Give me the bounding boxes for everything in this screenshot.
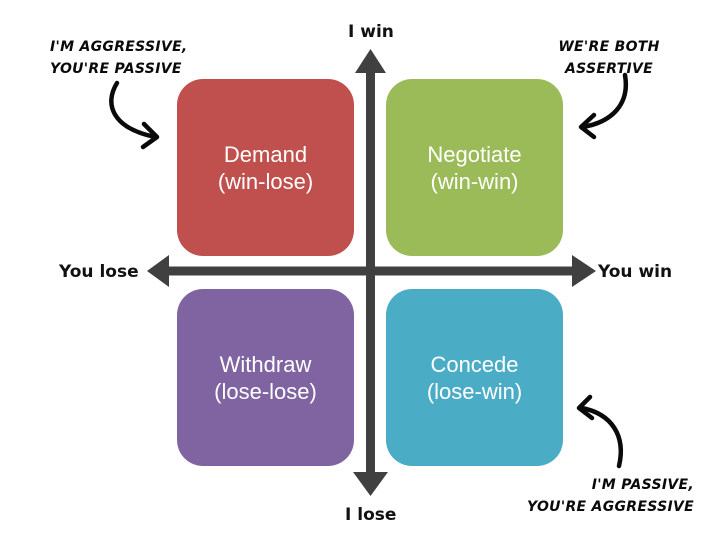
arrow-right-icon xyxy=(572,255,596,287)
annotation-aggressive-passive: I'm aggressive, you're passive xyxy=(50,36,188,80)
axis-label-you-lose: You lose xyxy=(59,262,139,282)
curved-arrow-bottom-right-icon xyxy=(576,394,623,469)
curved-arrow-top-right-icon xyxy=(578,72,629,140)
horizontal-axis xyxy=(147,255,596,287)
axis-label-you-win: You win xyxy=(598,262,673,282)
quadrant-title: Concede xyxy=(430,351,519,377)
quadrant-subtitle: (lose-win) xyxy=(426,378,523,404)
axis-label-i-lose: I lose xyxy=(345,505,397,525)
annotation-line: I'm passive, xyxy=(591,477,694,493)
quadrant-withdraw: Withdraw (lose-lose) xyxy=(177,289,354,466)
quadrant-concede: Concede (lose-win) xyxy=(386,289,563,466)
quadrant-demand: Demand (win-lose) xyxy=(177,79,354,256)
quadrant-subtitle: (win-win) xyxy=(430,168,519,194)
annotation-line: I'm aggressive, xyxy=(50,39,188,55)
quadrant-negotiate: Negotiate (win-win) xyxy=(386,79,563,256)
quadrant-subtitle: (win-lose) xyxy=(217,168,314,194)
annotation-line: you're aggressive xyxy=(527,499,694,515)
annotation-passive-aggressive: I'm passive, you're aggressive xyxy=(510,474,694,518)
horizontal-axis-line xyxy=(166,266,574,276)
arrow-down-icon xyxy=(353,472,388,496)
annotation-both-assertive: We're both assertive xyxy=(550,36,668,80)
quadrant-subtitle: (lose-lose) xyxy=(214,378,317,404)
arrow-up-icon xyxy=(355,49,386,73)
annotation-line: We're both xyxy=(558,39,660,55)
quadrant-title: Negotiate xyxy=(427,141,522,167)
annotation-line: assertive xyxy=(564,61,654,77)
quadrant-title: Withdraw xyxy=(219,351,312,377)
quadrant-title: Demand xyxy=(223,141,308,167)
axis-label-i-win: I win xyxy=(348,22,394,42)
curved-arrow-top-left-icon xyxy=(109,80,160,150)
arrow-left-icon xyxy=(147,255,169,287)
annotation-line: you're passive xyxy=(50,61,182,77)
